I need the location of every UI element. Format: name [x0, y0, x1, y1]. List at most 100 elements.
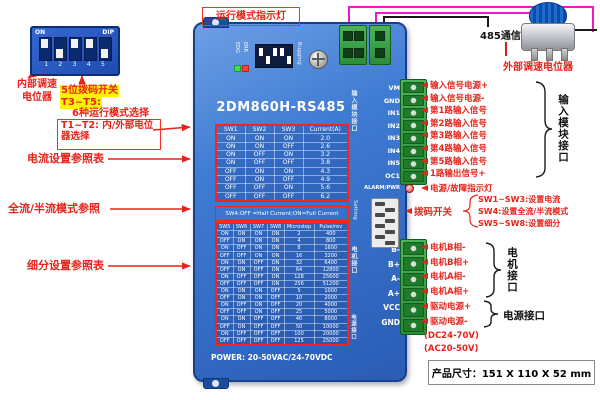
dip-note-row: SW1~SW3:设置电流: [478, 193, 568, 205]
cell: 3.2: [302, 149, 349, 160]
cell: ON: [266, 258, 285, 267]
switch-nub: [86, 39, 93, 48]
dip-callout: 拨码开关: [405, 204, 452, 218]
arrow-left-icon: [421, 107, 428, 114]
cell: 4000: [313, 301, 349, 310]
terminal-name: A-: [391, 274, 400, 283]
header-cell: SW8: [266, 222, 285, 232]
cell: 40: [283, 315, 315, 324]
cell: OFF: [244, 191, 275, 202]
motor-strip-label: 电机接口: [350, 246, 357, 274]
cell: ON: [215, 141, 246, 152]
input-signal-label: 输入信号电源+: [430, 81, 489, 92]
switch-nub: [385, 229, 395, 234]
pot-leg: [546, 48, 553, 61]
input-signal-row: 1路输出信号+: [421, 167, 488, 180]
cell: ON: [215, 272, 234, 281]
internal-pot-callout-line2: 电位器: [22, 92, 52, 103]
cell: ON: [215, 149, 246, 160]
cell: ON: [273, 166, 304, 177]
cell: ON: [249, 301, 268, 310]
cell: OFF: [215, 322, 234, 331]
terminal-pin: [375, 31, 385, 41]
terminal-name: GND: [381, 317, 400, 327]
t1t2-callout-box: T1~T2: 内/外部电位 器选择: [57, 119, 161, 150]
motor-label: 电机A相-: [430, 272, 466, 283]
cell: 800: [313, 237, 349, 246]
pot-leg: [561, 48, 568, 61]
cell: 51200: [313, 279, 349, 289]
switch-nub: [259, 48, 263, 56]
cell: 20: [283, 301, 315, 310]
dip-note-label: SW1~SW3:设置电流: [478, 194, 561, 204]
cell: 2.6: [302, 141, 349, 152]
t1t2-line2: 器选择: [61, 130, 90, 142]
setting-dip-switch: [371, 198, 399, 248]
cell: 2: [283, 230, 315, 239]
cell: ON: [232, 265, 251, 274]
switch-nub: [385, 240, 395, 245]
rs485-connector-a: [339, 25, 367, 65]
cell: OFF: [266, 308, 285, 317]
sw4-note: SW4:OFF =Half Current;ON=Full Current: [215, 206, 349, 221]
cell: 125: [283, 336, 315, 346]
cell: ON: [249, 230, 268, 239]
switch-nub: [385, 218, 395, 223]
motor-row: 电机A相-: [421, 269, 469, 284]
mounting-tab-top: [203, 17, 229, 28]
voltage-row: (DC24-70V): [424, 330, 479, 343]
motor-bracket-brace: [485, 242, 502, 298]
input-signal-row: 第5路输入信号: [421, 154, 488, 167]
arrow-left-icon: [421, 94, 428, 101]
dip-slot: [39, 37, 52, 61]
switch-nub: [375, 224, 385, 228]
input-signal-row: 输入信号电源+: [421, 79, 488, 92]
run-led-callout: 运行模式指示灯: [202, 7, 300, 26]
cell: OFF: [215, 191, 246, 202]
input-signal-label: 输入信号电源-: [430, 93, 485, 104]
dip-notes: SW1~SW3:设置电流 SW4:设置全流/半流模式 SW5~SW8:设置细分: [478, 193, 568, 229]
input-signal-row: 第4路输入信号: [421, 142, 488, 155]
header-cell: SW2: [244, 124, 275, 135]
microstep-ref-callout: 细分设置参照表: [27, 259, 104, 272]
input-strip-label: 输入模块接口: [350, 90, 357, 132]
arrow-left-icon: [421, 119, 428, 126]
cell: 50: [283, 322, 315, 331]
cell: 10000: [313, 322, 349, 331]
cell: ON: [266, 279, 285, 289]
alarm-label: 电源/故障指示灯: [430, 184, 493, 194]
cell: ON: [249, 237, 268, 246]
cell: ON: [215, 133, 246, 143]
header-cell: SW6: [232, 222, 251, 232]
run-mode-dip-switch: [255, 44, 293, 68]
dip-slot: [99, 37, 112, 61]
current-ref-callout: 电流设置参照表: [27, 152, 104, 165]
cell: 4.3: [302, 166, 349, 177]
cell: OFF: [215, 265, 234, 274]
cell: OFF: [249, 272, 268, 281]
cell: 100: [283, 329, 315, 338]
arrow-left-icon: [421, 288, 428, 295]
dip-slot: [84, 37, 97, 61]
header-cell: SW3: [273, 124, 304, 135]
dip-dip-label: DIP: [102, 29, 114, 36]
cell: ON: [232, 237, 251, 246]
external-pot-callout: 外部调速电位器: [503, 62, 573, 73]
cell: ON: [215, 301, 234, 310]
terminal-name: ALARM/PWR: [364, 185, 400, 191]
cell: OFF: [215, 336, 234, 346]
cell: ON: [273, 183, 304, 193]
cell: 25600: [313, 272, 349, 281]
cell: OFF: [215, 279, 234, 289]
cell: OFF: [273, 141, 304, 152]
cell: 32: [283, 258, 315, 267]
cell: OFF: [273, 158, 304, 168]
input-bracket-brace: [535, 81, 553, 178]
potentiometer-body: [521, 23, 575, 51]
